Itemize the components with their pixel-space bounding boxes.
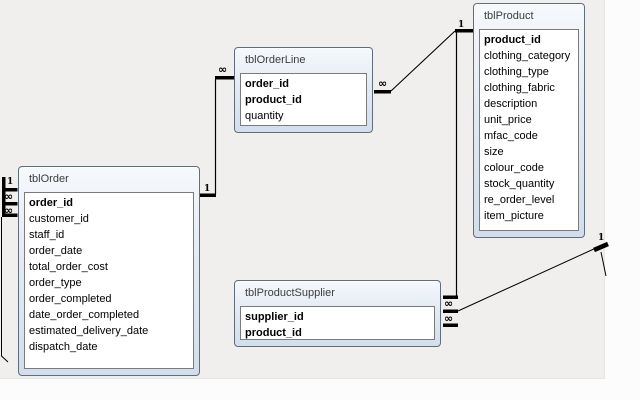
- relationship-end-bar[interactable]: [5, 213, 18, 218]
- relationship-end-bar[interactable]: [374, 90, 391, 94]
- field-clothing_fabric[interactable]: clothing_fabric: [484, 82, 555, 94]
- field-supplier_id[interactable]: supplier_id: [245, 311, 304, 323]
- field-list: product_id clothing_category clothing_type…: [479, 29, 579, 231]
- cardinality-one-marker: 1: [458, 20, 465, 30]
- field-stock_quantity[interactable]: stock_quantity: [484, 178, 555, 190]
- field-staff_id[interactable]: staff_id: [29, 229, 65, 241]
- table-title: tblOrderLine: [245, 54, 306, 66]
- table-title: tblProductSupplier: [245, 287, 335, 299]
- relationship-tblProduct-tblProductSupplier: [443, 32, 458, 328]
- field-list: supplier_id product_id: [240, 306, 435, 340]
- field-estimated_delivery_date[interactable]: estimated_delivery_date: [29, 325, 149, 337]
- field-list: order_id product_id quantity: [240, 73, 367, 126]
- table-tblOrderLine[interactable]: tblOrderLine order_id product_id quantity: [234, 47, 373, 133]
- table-title: tblOrder: [29, 173, 69, 185]
- field-clothing_type[interactable]: clothing_type: [484, 66, 549, 78]
- field-item_picture[interactable]: item_picture: [484, 210, 544, 222]
- field-product_id[interactable]: product_id: [245, 327, 302, 339]
- cardinality-many-marker: ∞: [4, 190, 14, 203]
- field-size[interactable]: size: [484, 146, 504, 158]
- table-tblProductSupplier[interactable]: tblProductSupplier supplier_id product_id: [234, 280, 441, 347]
- table-header[interactable]: tblOrderLine: [235, 48, 372, 73]
- relationship-tblOrder-tblOrderLine: [200, 76, 234, 197]
- field-unit_price[interactable]: unit_price: [484, 114, 532, 126]
- relationship-line[interactable]: [600, 251, 607, 277]
- cardinality-many-marker: ∞: [444, 297, 454, 310]
- field-dispatch_date[interactable]: dispatch_date: [29, 341, 98, 353]
- table-title: tblProduct: [484, 10, 534, 22]
- cardinality-many-marker: ∞: [218, 63, 228, 76]
- table-header[interactable]: tblProductSupplier: [235, 281, 440, 306]
- field-re_order_level[interactable]: re_order_level: [484, 194, 555, 206]
- relationship-end-bar[interactable]: [5, 188, 18, 192]
- relationship-line[interactable]: [0, 217, 9, 363]
- field-description[interactable]: description: [484, 98, 538, 110]
- field-order_id[interactable]: order_id: [245, 78, 290, 90]
- relationship-tblProduct-tblOrderLine: [374, 29, 473, 94]
- field-colour_code[interactable]: colour_code: [484, 162, 544, 174]
- table-header[interactable]: tblOrder: [19, 167, 199, 192]
- field-product_id[interactable]: product_id: [484, 34, 541, 46]
- relationship-line[interactable]: [457, 247, 597, 312]
- relationship-end-bar[interactable]: [443, 323, 458, 328]
- field-mfac_code[interactable]: mfac_code: [484, 130, 538, 142]
- relationship-end-bar[interactable]: [215, 76, 234, 80]
- field-date_order_completed[interactable]: date_order_completed: [29, 309, 140, 321]
- cardinality-many-marker: ∞: [378, 77, 388, 90]
- field-order_id[interactable]: order_id: [29, 197, 74, 209]
- cardinality-one-marker: 1: [204, 184, 211, 194]
- field-quantity[interactable]: quantity: [245, 110, 284, 122]
- field-clothing_category[interactable]: clothing_category: [484, 50, 571, 62]
- cardinality-many-marker: ∞: [4, 203, 14, 217]
- field-product_id[interactable]: product_id: [245, 94, 302, 106]
- relationship-left-offscreen-to-tblOrder: [0, 177, 18, 363]
- field-order_type[interactable]: order_type: [29, 277, 82, 289]
- relationship-end-bar[interactable]: [200, 193, 216, 198]
- field-total_order_cost[interactable]: total_order_cost: [29, 261, 108, 273]
- relationship-end-bar[interactable]: [2, 177, 6, 217]
- relationship-end-bar[interactable]: [5, 202, 18, 206]
- relationship-right-offscreen-to-tblProductSupplier: [457, 241, 609, 312]
- field-order_completed[interactable]: order_completed: [29, 293, 112, 305]
- relationship-line[interactable]: [390, 30, 456, 92]
- relationship-end-bar[interactable]: [455, 29, 473, 33]
- cardinality-one-marker: 1: [7, 177, 14, 187]
- relationship-end-bar[interactable]: [443, 295, 458, 300]
- table-header[interactable]: tblProduct: [474, 4, 584, 29]
- field-order_date[interactable]: order_date: [29, 245, 83, 257]
- relationship-end-bar[interactable]: [593, 241, 609, 253]
- cardinality-many-marker: ∞: [444, 311, 454, 325]
- relationship-end-bar[interactable]: [443, 309, 458, 314]
- cardinality-one-marker: 1: [598, 233, 605, 243]
- field-customer_id[interactable]: customer_id: [29, 213, 89, 225]
